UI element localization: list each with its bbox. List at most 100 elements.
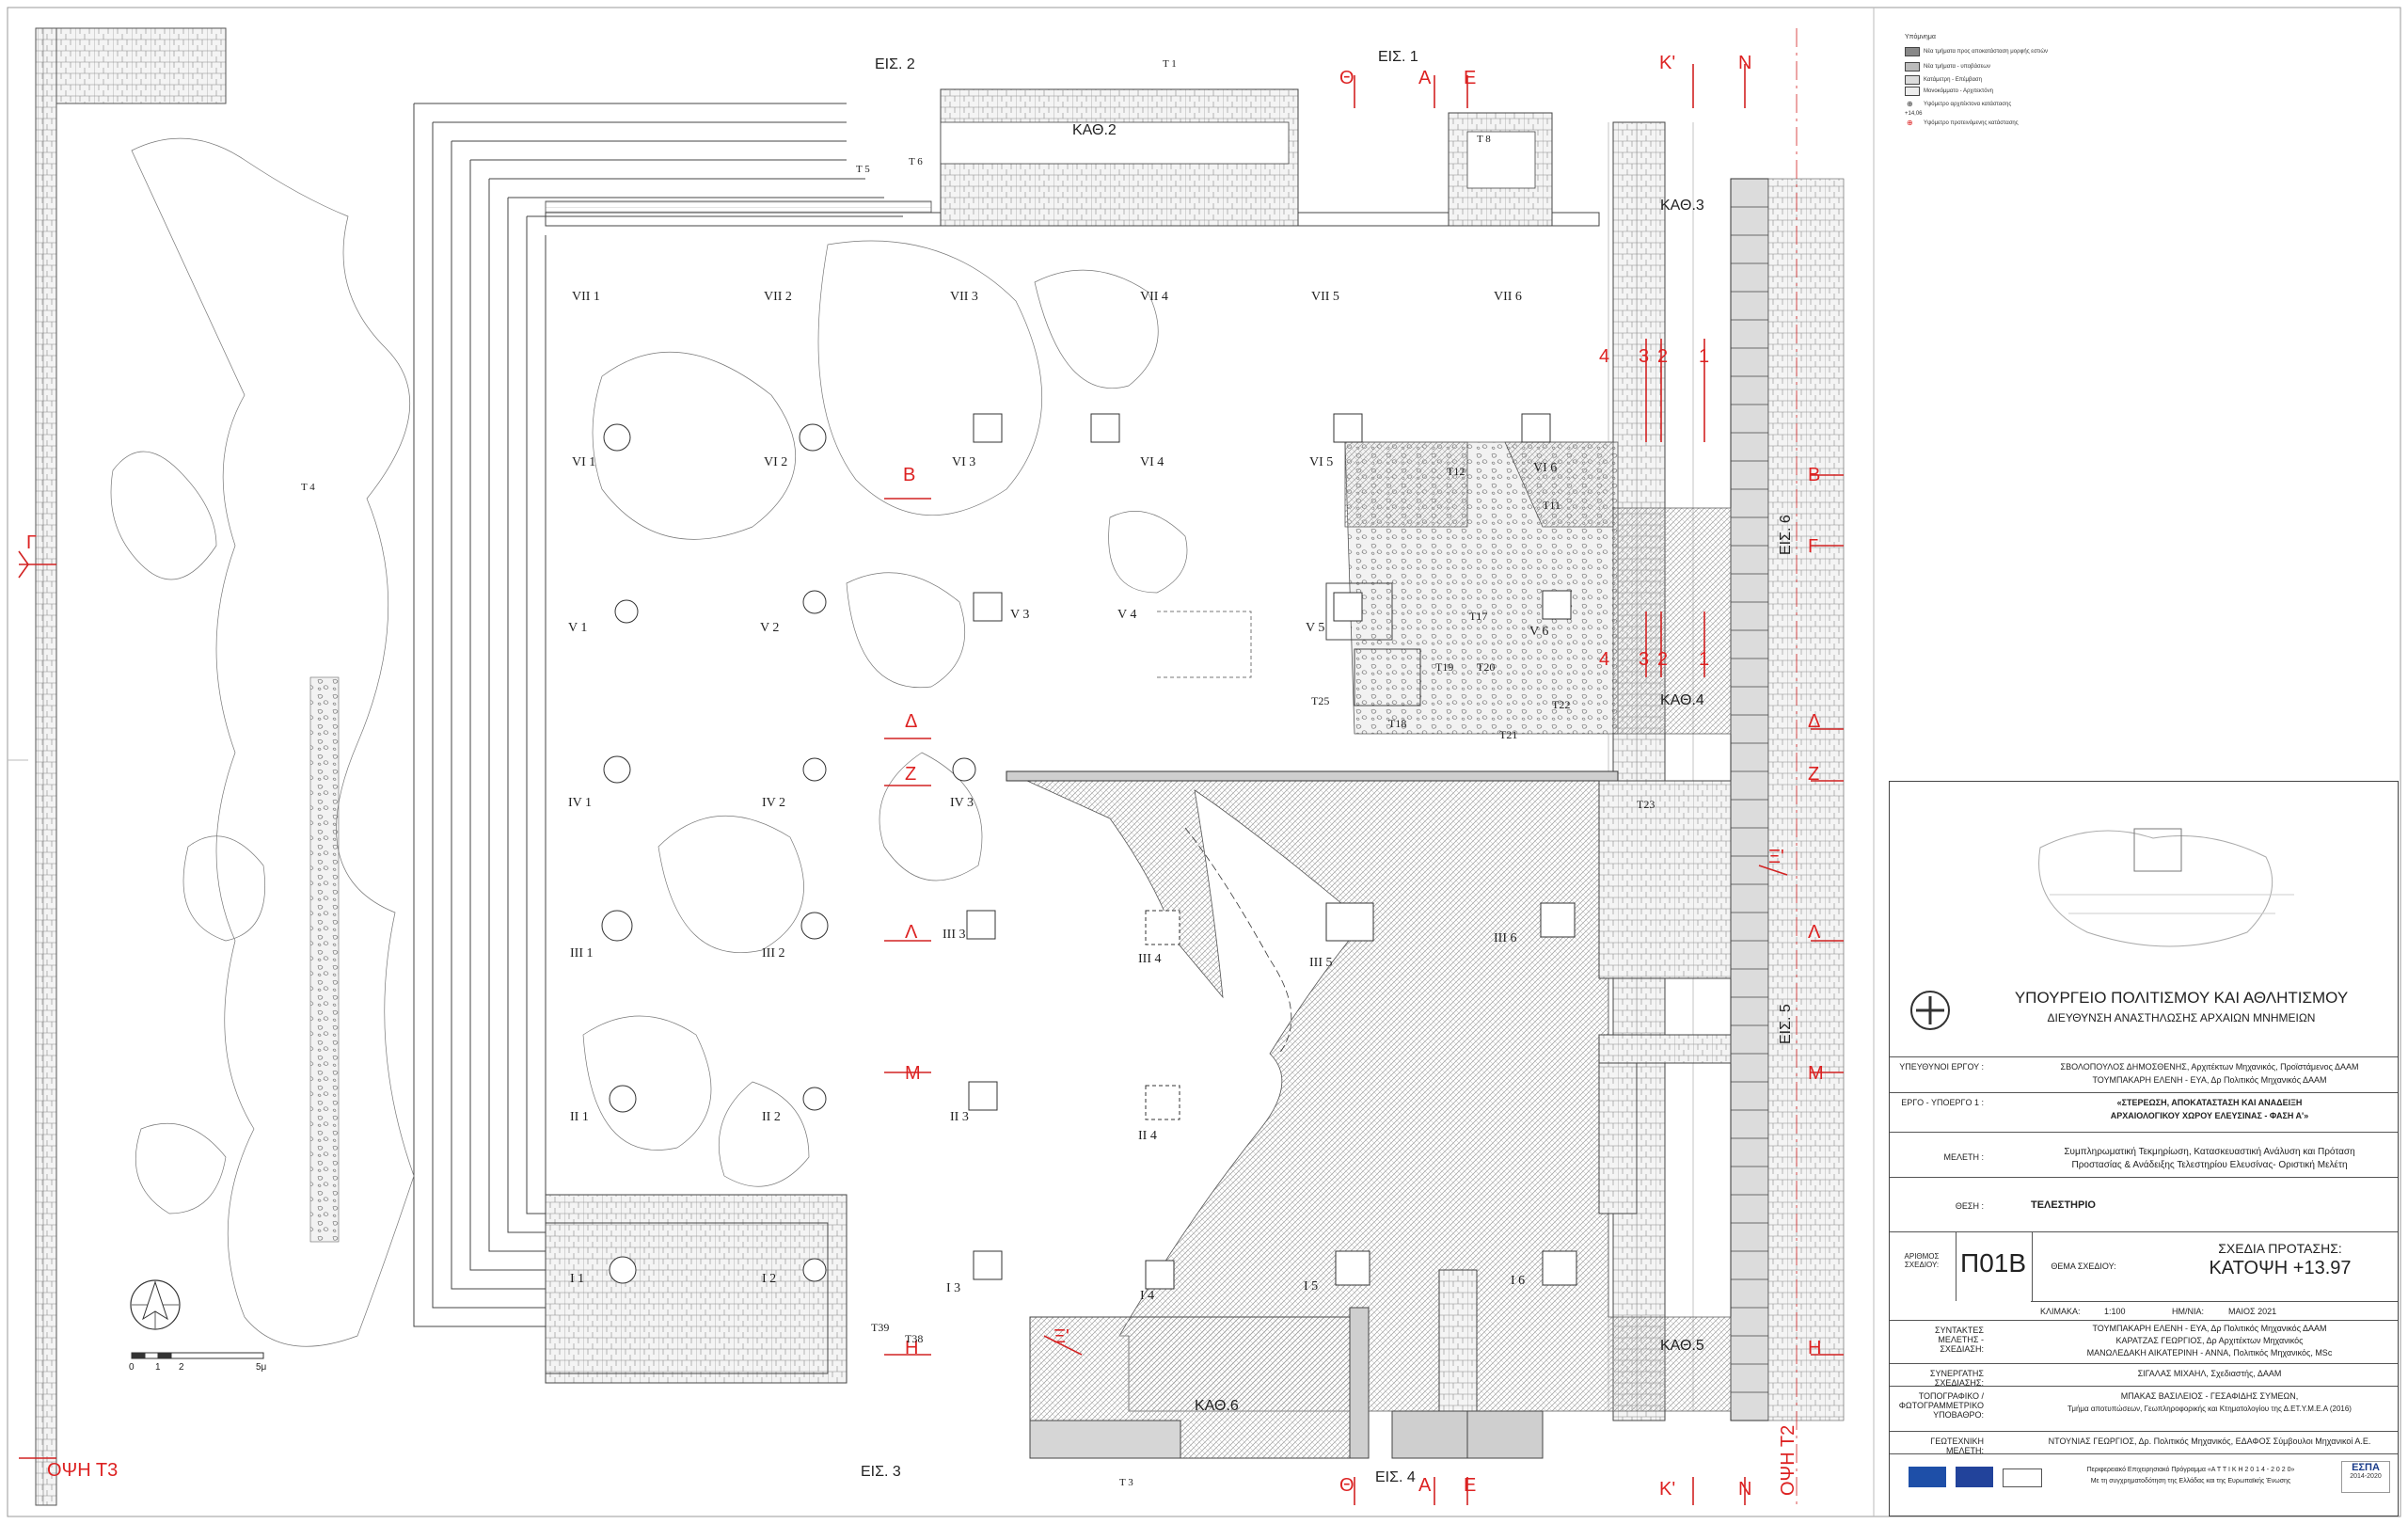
- column-I2: I 2: [762, 1272, 777, 1286]
- column-I5: I 5: [1304, 1279, 1319, 1294]
- location-value: ΤΕΛΕΣΤΗΡΙΟ: [2031, 1199, 2096, 1211]
- column-V5: V 5: [1306, 621, 1325, 635]
- section-x-right: Ξ': [1768, 847, 1784, 867]
- project-1: «ΣΤΕΡΕΩΣΗ, ΑΠΟΚΑΤΑΣΤΑΣΗ ΚΑΙ ΑΝΑΔΕΙΞΗ: [2116, 1098, 2303, 1107]
- entrance-4-label: ΕΙΣ. 4: [1375, 1469, 1416, 1485]
- wall-t11-label: Τ11: [1543, 499, 1560, 512]
- entrance-5-label: ΕΙΣ. 5: [1778, 1004, 1794, 1044]
- column-V4: V 4: [1117, 608, 1137, 622]
- level-marker-icon: ⊕: [1907, 100, 1913, 108]
- section-l-right: Λ: [1808, 922, 1821, 943]
- wall-t25-label: Τ25: [1311, 694, 1330, 707]
- pier-3-mid: 3: [1639, 649, 1650, 670]
- legend-item-1: Νέα τμήματα προς αποκατάσταση μορφής εστ…: [1924, 49, 2049, 55]
- directorate-name: ΔΙΕΥΘΥΝΣΗ ΑΝΑΣΤΗΛΩΣΗΣ ΑΡΧΑΙΩΝ ΜΝΗΜΕΙΩΝ: [2047, 1011, 2316, 1024]
- legend-title: Υπόμνημα: [1905, 34, 1936, 40]
- drawing-no-key: ΑΡΙΘΜΟΣ ΣΧΕΔΙΟΥ:: [1904, 1252, 1940, 1269]
- section-k-top: Κ': [1659, 53, 1676, 73]
- section-m-left: Μ: [905, 1063, 921, 1084]
- wall-t22-label: Τ22: [1552, 698, 1571, 711]
- column-III4: III 4: [1138, 952, 1162, 966]
- responsible-key: ΥΠΕΥΘΥΝΟΙ ΕΡΓΟΥ :: [1899, 1062, 1984, 1072]
- date-key: ΗΜ/ΝΙΑ:: [2172, 1307, 2205, 1316]
- column-III3: III 3: [943, 928, 966, 942]
- wall-t8-label: Τ 8: [1477, 134, 1491, 145]
- pier-1-top: 1: [1699, 346, 1710, 367]
- room-kath2-label: ΚΑΘ.2: [1072, 122, 1117, 138]
- column-III1: III 1: [570, 946, 594, 960]
- key-plan-icon: [2038, 828, 2294, 947]
- study-key: ΜΕΛΕΤΗ :: [1943, 1152, 1984, 1162]
- survey-2: Τμήμα αποτυπώσεων, Γεωπληροφορικής και Κ…: [2067, 1405, 2352, 1413]
- room-kath4-label: ΚΑΘ.4: [1660, 692, 1704, 708]
- column-VII5: VII 5: [1311, 290, 1339, 304]
- column-VII3: VII 3: [950, 290, 978, 304]
- column-VI3: VI 3: [952, 455, 976, 469]
- elevation-t2-label: ΟΨΗ Τ2: [1778, 1424, 1798, 1496]
- wall-t12-label: Τ12: [1447, 465, 1465, 478]
- collab-value: ΣΙΓΑΛΑΣ ΜΙΧΑΗΛ, Σχεδιαστής, ΔΑΑΜ: [2137, 1369, 2282, 1378]
- wall-t20-label: Τ20: [1477, 660, 1496, 674]
- wall-t38-label: Τ38: [905, 1332, 924, 1345]
- room-kath6-label: ΚΑΘ.6: [1195, 1398, 1239, 1414]
- scale-key: ΚΛΙΜΑΚΑ:: [2040, 1307, 2081, 1316]
- pier-2-mid: 2: [1657, 649, 1669, 670]
- entrance-1-label: ΕΙΣ. 1: [1378, 49, 1418, 65]
- date-value: ΜΑΙΟΣ 2021: [2228, 1307, 2277, 1316]
- section-g-right: Γ: [1808, 536, 1819, 557]
- section-h-right: Η: [1808, 1338, 1822, 1358]
- footer-2: Με τη συγχρηματοδότηση της Ελλάδας και τ…: [2090, 1478, 2291, 1484]
- column-VI6: VI 6: [1533, 461, 1558, 475]
- scale-value: 1:100: [2104, 1307, 2126, 1316]
- scale-2: 2: [179, 1362, 184, 1373]
- author-2: ΚΑΡΑΤΖΑΣ ΓΕΩΡΓΙΟΣ, Δρ Αρχιτέκτων Μηχανικ…: [2115, 1336, 2304, 1345]
- legend-swatch-1: [1905, 47, 1920, 56]
- wall-t3-label: Τ 3: [1119, 1477, 1133, 1488]
- wall-t18-label: Τ18: [1388, 717, 1407, 730]
- authors-key: ΣΥΝΤΑΚΤΕΣ ΜΕΛΕΤΗΣ - ΣΧΕΔΙΑΣΗ:: [1935, 1326, 1984, 1354]
- column-V6: V 6: [1529, 625, 1549, 639]
- section-b-left: Β: [903, 465, 916, 485]
- collab-key: ΣΥΝΕΡΓΑΤΗΣ ΣΧΕΔΙΑΣΗΣ:: [1929, 1369, 1984, 1388]
- ministry-name: ΥΠΟΥΡΓΕΙΟ ΠΟΛΙΤΙΣΜΟΥ ΚΑΙ ΑΘΛΗΤΙΣΜΟΥ: [2014, 989, 2349, 1007]
- section-a-bottom: Α: [1418, 1475, 1432, 1496]
- column-VI5: VI 5: [1309, 455, 1334, 469]
- column-VII6: VII 6: [1494, 290, 1522, 304]
- project-2: ΑΡΧΑΙΟΛΟΓΙΚΟΥ ΧΩΡΟΥ ΕΛΕΥΣΙΝΑΣ - ΦΑΣΗ Α'»: [2110, 1111, 2309, 1120]
- column-II4: II 4: [1138, 1129, 1157, 1143]
- column-III6: III 6: [1494, 931, 1517, 945]
- survey-1: ΜΠΑΚΑΣ ΒΑΣΙΛΕΙΟΣ - ΓΕΣΑΦΙΔΗΣ ΣΥΜΕΩΝ,: [2120, 1391, 2299, 1401]
- legend-item-2: Νέα τμήματα - υποβάσεων: [1924, 64, 1990, 70]
- pier-1-mid: 1: [1699, 649, 1710, 670]
- column-III2: III 2: [762, 946, 785, 960]
- wall-t21-label: Τ21: [1499, 728, 1518, 741]
- legend-item-5: Υψόμετρο αρχιτέκτονα κατάστασης: [1924, 102, 2012, 107]
- column-VII1: VII 1: [572, 290, 600, 304]
- column-VI2: VI 2: [764, 455, 788, 469]
- elevation-t3-label: ΟΨΗ Τ3: [47, 1460, 119, 1481]
- wall-t19-label: Τ19: [1435, 660, 1454, 674]
- section-d-right: Δ: [1808, 711, 1821, 732]
- subject-2: ΚΑΤΟΨΗ +13.97: [2209, 1258, 2352, 1278]
- column-II1: II 1: [570, 1110, 589, 1124]
- section-z-left: Ζ: [905, 764, 917, 785]
- pier-3-top: 3: [1639, 346, 1650, 367]
- pier-2-top: 2: [1657, 346, 1669, 367]
- scale-1: 1: [155, 1362, 161, 1373]
- room-kath5-label: ΚΑΘ.5: [1660, 1338, 1704, 1354]
- wall-t4-label: Τ 4: [301, 482, 315, 493]
- section-h-left: Η: [905, 1338, 919, 1358]
- section-e-bottom: Ε: [1464, 1475, 1477, 1496]
- proposed-level-icon: ⊕: [1907, 119, 1913, 127]
- subject-key: ΘΕΜΑ ΣΧΕΔΙΟΥ:: [2051, 1262, 2116, 1271]
- wall-t5-label: Τ 5: [856, 164, 870, 175]
- column-VII2: VII 2: [764, 290, 792, 304]
- legend-swatch-2: [1905, 62, 1920, 71]
- survey-key: ΤΟΠΟΓΡΑΦΙΚΟ / ΦΩΤΟΓΡΑΜΜΕΤΡΙΚΟ ΥΠΟΒΑΘΡΟ:: [1898, 1391, 1984, 1420]
- column-VII4: VII 4: [1140, 290, 1168, 304]
- column-V1: V 1: [568, 621, 588, 635]
- author-3: ΜΑΝΩΛΕΔΑΚΗ ΑΙΚΑΤΕΡΙΝΗ - ΑΝΝΑ, Πολιτικός …: [2086, 1348, 2333, 1357]
- section-theta-bottom: Θ: [1339, 1475, 1354, 1496]
- eu-flag-icon: [1956, 1467, 1993, 1487]
- column-I1: I 1: [570, 1272, 585, 1286]
